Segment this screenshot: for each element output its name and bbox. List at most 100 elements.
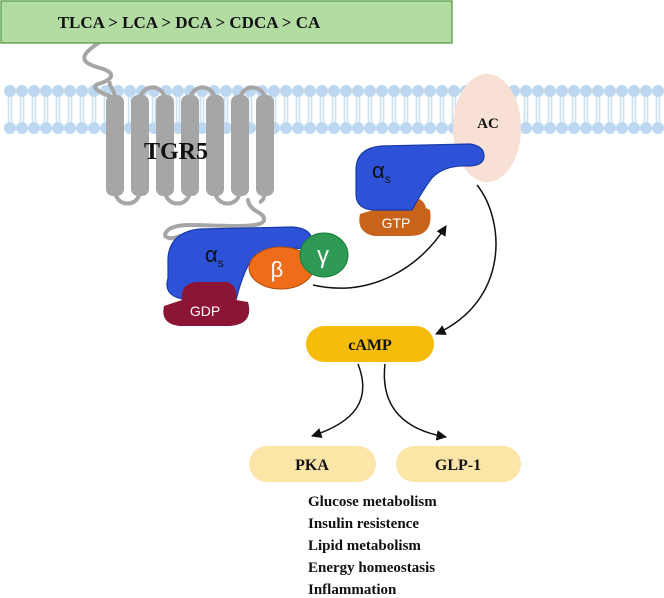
lipid-head <box>376 122 388 134</box>
lipid-head <box>412 122 424 134</box>
alpha-subunit-active <box>355 143 485 211</box>
outcome-list: Glucose metabolism Insulin resistence Li… <box>308 494 437 598</box>
lipid-head <box>64 122 76 134</box>
tgr5-receptor <box>106 80 274 206</box>
lipid-head <box>520 85 532 97</box>
lipid-head <box>424 122 436 134</box>
lipid-head <box>280 85 292 97</box>
lipid-head <box>520 122 532 134</box>
gdp-label: GDP <box>190 303 220 319</box>
camp-label: cAMP <box>348 337 392 354</box>
alpha-subunit-active-symbol: αs <box>372 158 391 186</box>
lipid-head <box>640 85 652 97</box>
lipid-head <box>592 122 604 134</box>
outcome-item: Insulin resistence <box>308 516 419 532</box>
lipid-head <box>580 85 592 97</box>
gdp-nucleotide <box>163 282 250 326</box>
lipid-head <box>40 122 52 134</box>
gamma-symbol: γ <box>317 242 329 269</box>
lipid-head <box>568 85 580 97</box>
gamma-subunit <box>299 232 349 278</box>
lipid-head <box>52 85 64 97</box>
ac-to-camp-arrow <box>435 184 497 335</box>
receptor-n-terminal-loop <box>82 40 113 98</box>
pka-node: PKA <box>249 446 376 482</box>
glp1-node: GLP-1 <box>396 446 521 482</box>
lipid-head <box>88 122 100 134</box>
lipid-head <box>76 85 88 97</box>
lipid-head <box>64 85 76 97</box>
lipid-head <box>268 85 280 97</box>
ligand-potency-order: TLCA > LCA > DCA > CDCA > CA <box>58 13 321 32</box>
transmembrane-helix-3 <box>156 95 174 196</box>
lipid-head <box>124 85 136 97</box>
lipid-head <box>304 122 316 134</box>
lipid-head <box>292 122 304 134</box>
lipid-head <box>580 122 592 134</box>
lipid-head <box>40 85 52 97</box>
receptor-label: TGR5 <box>144 139 208 165</box>
camp-to-glp1-arrow <box>383 363 448 441</box>
lipid-head <box>16 122 28 134</box>
lipid-head <box>616 85 628 97</box>
lipid-head <box>568 122 580 134</box>
lipid-head <box>544 85 556 97</box>
lipid-head <box>628 122 640 134</box>
lipid-head <box>328 85 340 97</box>
lipid-head <box>400 85 412 97</box>
lipid-head <box>208 85 220 97</box>
lipid-head <box>292 85 304 97</box>
lipid-head <box>388 122 400 134</box>
lipid-head <box>400 122 412 134</box>
transmembrane-helix-7 <box>256 95 274 196</box>
outcome-item: Glucose metabolism <box>308 494 437 510</box>
bile-acid-ligand-box: TLCA > LCA > DCA > CDCA > CA <box>0 0 453 44</box>
lipid-head <box>652 85 664 97</box>
lipid-head <box>436 122 448 134</box>
adenylyl-cyclase-label: AC <box>477 116 499 132</box>
lipid-head <box>532 122 544 134</box>
lipid-head <box>364 122 376 134</box>
transmembrane-helix-1 <box>106 95 124 196</box>
lipid-head <box>616 122 628 134</box>
lipid-head <box>304 85 316 97</box>
lipid-head <box>604 85 616 97</box>
active-g-protein: GTP αs <box>355 143 485 236</box>
lipid-head <box>16 85 28 97</box>
lipid-head <box>628 85 640 97</box>
lipid-head <box>4 85 16 97</box>
outcome-item: Lipid metabolism <box>308 538 421 554</box>
lipid-head <box>172 85 184 97</box>
inactive-g-protein: αs GDP β γ <box>163 226 349 326</box>
camp-to-pka-arrow <box>311 363 364 439</box>
lipid-head <box>328 122 340 134</box>
glp1-label: GLP-1 <box>435 457 481 474</box>
lipid-head <box>544 122 556 134</box>
activation-arrow-to-gtp <box>312 225 447 289</box>
lipid-head <box>52 122 64 134</box>
alpha-subunit-inactive-symbol: αs <box>205 242 224 270</box>
camp-node: cAMP <box>306 326 434 362</box>
lipid-head <box>424 85 436 97</box>
lipid-head <box>280 122 292 134</box>
lipid-head <box>316 122 328 134</box>
lipid-head <box>352 85 364 97</box>
beta-symbol: β <box>271 257 284 282</box>
lipid-head <box>352 122 364 134</box>
gtp-label: GTP <box>382 215 411 231</box>
lipid-head <box>640 122 652 134</box>
lipid-head <box>592 85 604 97</box>
lipid-head <box>556 85 568 97</box>
transmembrane-helix-5 <box>206 95 224 196</box>
lipid-head <box>28 122 40 134</box>
lipid-head <box>340 122 352 134</box>
lipid-head <box>388 85 400 97</box>
lipid-head <box>532 85 544 97</box>
lipid-head <box>76 122 88 134</box>
lipid-head <box>652 122 664 134</box>
lipid-head <box>436 85 448 97</box>
outcome-item: Energy homeostasis <box>308 560 435 576</box>
pka-label: PKA <box>295 457 329 474</box>
lipid-head <box>448 85 460 97</box>
